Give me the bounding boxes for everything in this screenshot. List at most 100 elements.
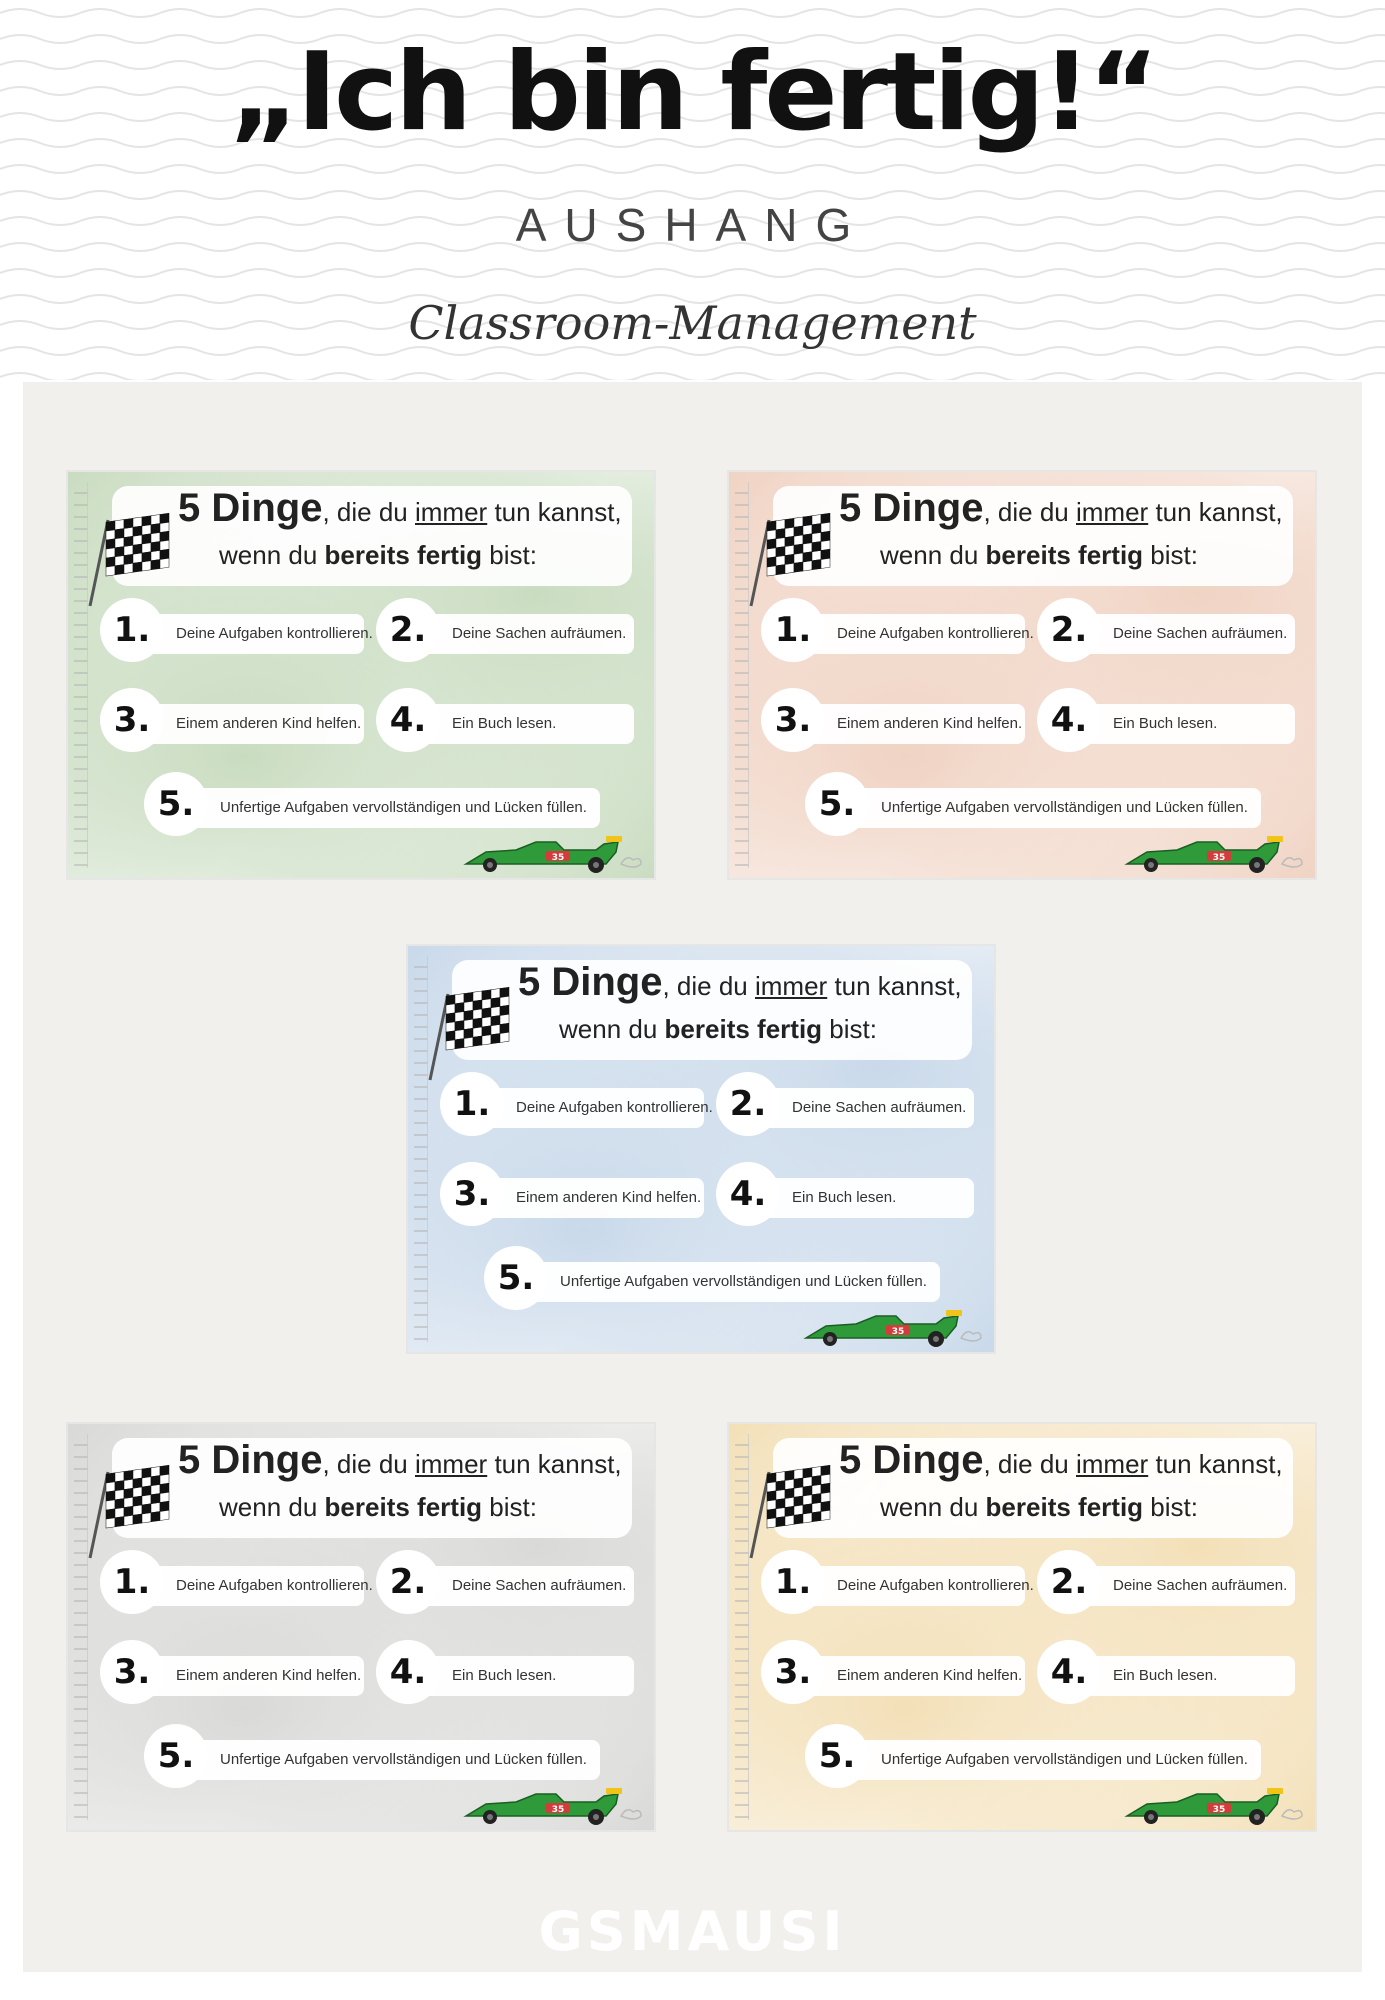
- heading-count: 5 Dinge: [178, 486, 323, 530]
- line2-part-2: bist:: [482, 540, 537, 570]
- heading-box: [773, 1438, 1293, 1538]
- item-text: Ein Buch lesen.: [792, 1189, 897, 1206]
- heading-part-2: tun kannst,: [487, 497, 622, 527]
- list-item: 3. Einem anderen Kind helfen.: [440, 1162, 704, 1226]
- item-text: Deine Aufgaben kontrollieren.: [837, 625, 1034, 642]
- item-number: 2.: [716, 1072, 780, 1136]
- heading-count: 5 Dinge: [178, 1438, 323, 1482]
- heading-line-2: wenn du bereits fertig bist:: [729, 1492, 1315, 1523]
- checkered-flag-icon: [428, 986, 510, 1081]
- line2-part-1: wenn du: [559, 1014, 665, 1044]
- item-text: Ein Buch lesen.: [452, 1667, 557, 1684]
- item-text: Einem anderen Kind helfen.: [176, 1667, 362, 1684]
- heading-emphasis: immer: [755, 971, 828, 1001]
- line2-part-1: wenn du: [219, 1492, 325, 1522]
- item-text: Ein Buch lesen.: [1113, 1667, 1218, 1684]
- list-item: 5. Unfertige Aufgaben vervollständigen u…: [805, 772, 1261, 836]
- checkered-flag-icon: [749, 1464, 831, 1559]
- heading-part-1: , die du: [322, 497, 415, 527]
- line2-part-2: bist:: [1143, 540, 1198, 570]
- list-item: 2. Deine Sachen aufräumen.: [376, 1550, 634, 1614]
- item-number: 3.: [761, 1640, 825, 1704]
- line2-part-1: wenn du: [219, 540, 325, 570]
- line2-bold-1: bereits: [985, 540, 1071, 570]
- heading-box: [112, 486, 632, 586]
- item-text: Deine Sachen aufräumen.: [452, 625, 627, 642]
- heading-emphasis: immer: [415, 1449, 488, 1479]
- item-number: 5.: [144, 772, 208, 836]
- line2-part-1: wenn du: [880, 540, 986, 570]
- car-number: 35: [1213, 853, 1226, 863]
- list-item: 3. Einem anderen Kind helfen.: [100, 1640, 364, 1704]
- notebook-rings: [74, 482, 88, 868]
- line2-bold-2: fertig: [1078, 540, 1144, 570]
- item-number: 3.: [440, 1162, 504, 1226]
- page-subtitle: AUSHANG: [515, 199, 870, 251]
- list-item: 5. Unfertige Aufgaben vervollständigen u…: [484, 1246, 940, 1310]
- heading-emphasis: immer: [415, 497, 488, 527]
- poster-card-blue: 5 Dinge, die du immer tun kannst, wenn d…: [406, 944, 996, 1354]
- list-item: 1. Deine Aufgaben kontrollieren.: [761, 1550, 1034, 1614]
- heading-line-1: 5 Dinge, die du immer tun kannst,: [839, 486, 1283, 531]
- list-item: 2. Deine Sachen aufräumen.: [1037, 598, 1295, 662]
- heading-part-1: , die du: [983, 1449, 1076, 1479]
- line2-bold-2: fertig: [757, 1014, 823, 1044]
- item-number: 3.: [100, 688, 164, 752]
- list-item: 5. Unfertige Aufgaben vervollständigen u…: [144, 1724, 600, 1788]
- item-text: Einem anderen Kind helfen.: [516, 1189, 702, 1206]
- item-number: 2.: [1037, 598, 1101, 662]
- line2-bold-2: fertig: [417, 1492, 483, 1522]
- notebook-rings: [735, 482, 749, 868]
- heading-emphasis: immer: [1076, 497, 1149, 527]
- heading-part-2: tun kannst,: [1148, 1449, 1283, 1479]
- list-item: 1. Deine Aufgaben kontrollieren.: [100, 1550, 373, 1614]
- heading-count: 5 Dinge: [839, 1438, 984, 1482]
- line2-bold-1: bereits: [324, 540, 410, 570]
- item-number: 5.: [144, 1724, 208, 1788]
- poster-card-green: 5 Dinge, die du immer tun kannst, wenn d…: [66, 470, 656, 880]
- wavy-background: [0, 0, 1385, 380]
- heading-line-2: wenn du bereits fertig bist:: [68, 1492, 654, 1523]
- line2-part-2: bist:: [822, 1014, 877, 1044]
- heading-line-2: wenn du bereits fertig bist:: [408, 1014, 994, 1045]
- race-car-icon: 35: [463, 836, 642, 873]
- item-text: Deine Aufgaben kontrollieren.: [837, 1577, 1034, 1594]
- list-item: 3. Einem anderen Kind helfen.: [761, 1640, 1025, 1704]
- checkered-flag-icon: [88, 1464, 170, 1559]
- item-number: 2.: [376, 1550, 440, 1614]
- list-item: 5. Unfertige Aufgaben vervollständigen u…: [144, 772, 600, 836]
- line2-bold-1: bereits: [664, 1014, 750, 1044]
- item-text: Deine Aufgaben kontrollieren.: [176, 625, 373, 642]
- heading-line-1: 5 Dinge, die du immer tun kannst,: [518, 960, 962, 1005]
- race-car-icon: 35: [463, 1788, 642, 1825]
- heading-emphasis: immer: [1076, 1449, 1149, 1479]
- heading-box: [773, 486, 1293, 586]
- item-number: 2.: [376, 598, 440, 662]
- list-item: 3. Einem anderen Kind helfen.: [100, 688, 364, 752]
- list-item: 1. Deine Aufgaben kontrollieren.: [761, 598, 1034, 662]
- car-number: 35: [1213, 1805, 1226, 1815]
- heading-part-1: , die du: [983, 497, 1076, 527]
- item-number: 4.: [1037, 688, 1101, 752]
- item-text: Deine Aufgaben kontrollieren.: [176, 1577, 373, 1594]
- item-number: 3.: [100, 1640, 164, 1704]
- item-text: Unfertige Aufgaben vervollständigen und …: [881, 1751, 1248, 1768]
- heading-box: [452, 960, 972, 1060]
- race-car-icon: 35: [1124, 1788, 1303, 1825]
- item-text: Unfertige Aufgaben vervollständigen und …: [881, 799, 1248, 816]
- item-text: Deine Sachen aufräumen.: [452, 1577, 627, 1594]
- race-car-icon: 35: [1124, 836, 1303, 873]
- car-number: 35: [892, 1327, 905, 1337]
- checkered-flag-icon: [749, 512, 831, 607]
- item-number: 1.: [440, 1072, 504, 1136]
- item-number: 5.: [805, 772, 869, 836]
- item-number: 4.: [376, 1640, 440, 1704]
- item-number: 4.: [1037, 1640, 1101, 1704]
- list-item: 1. Deine Aufgaben kontrollieren.: [100, 598, 373, 662]
- item-text: Deine Aufgaben kontrollieren.: [516, 1099, 713, 1116]
- line2-bold-1: bereits: [985, 1492, 1071, 1522]
- poster-card-yellow: 5 Dinge, die du immer tun kannst, wenn d…: [727, 1422, 1317, 1832]
- line2-part-1: wenn du: [880, 1492, 986, 1522]
- item-number: 1.: [100, 598, 164, 662]
- heading-part-2: tun kannst,: [1148, 497, 1283, 527]
